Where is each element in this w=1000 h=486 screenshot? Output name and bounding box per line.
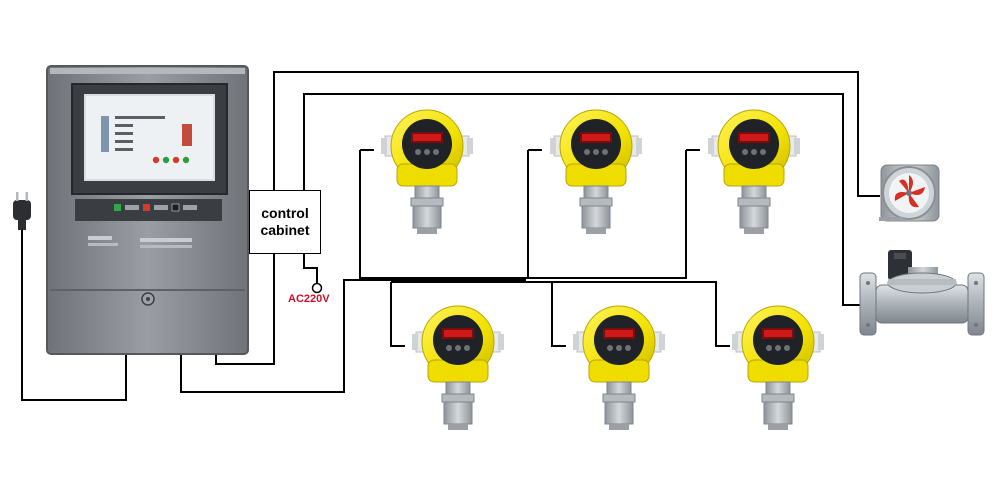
detector-top-3 (707, 109, 801, 235)
detector-top-1 (380, 109, 474, 235)
detector-bottom-2 (572, 305, 666, 431)
power-terminal-icon (311, 282, 323, 294)
detector-bottom-3 (731, 305, 825, 431)
exhaust-fan-icon (879, 164, 940, 222)
alarm-controller (46, 65, 249, 355)
power-plug-icon (13, 192, 31, 230)
detector-bottom-1 (411, 305, 505, 431)
wires (21, 71, 880, 401)
power-supply-label: AC220V (288, 293, 330, 305)
solenoid-valve-icon (859, 250, 985, 336)
control-cabinet-label: control cabinet (260, 205, 310, 238)
detector-top-2 (549, 109, 643, 235)
control-cabinet: control cabinet (249, 190, 321, 254)
